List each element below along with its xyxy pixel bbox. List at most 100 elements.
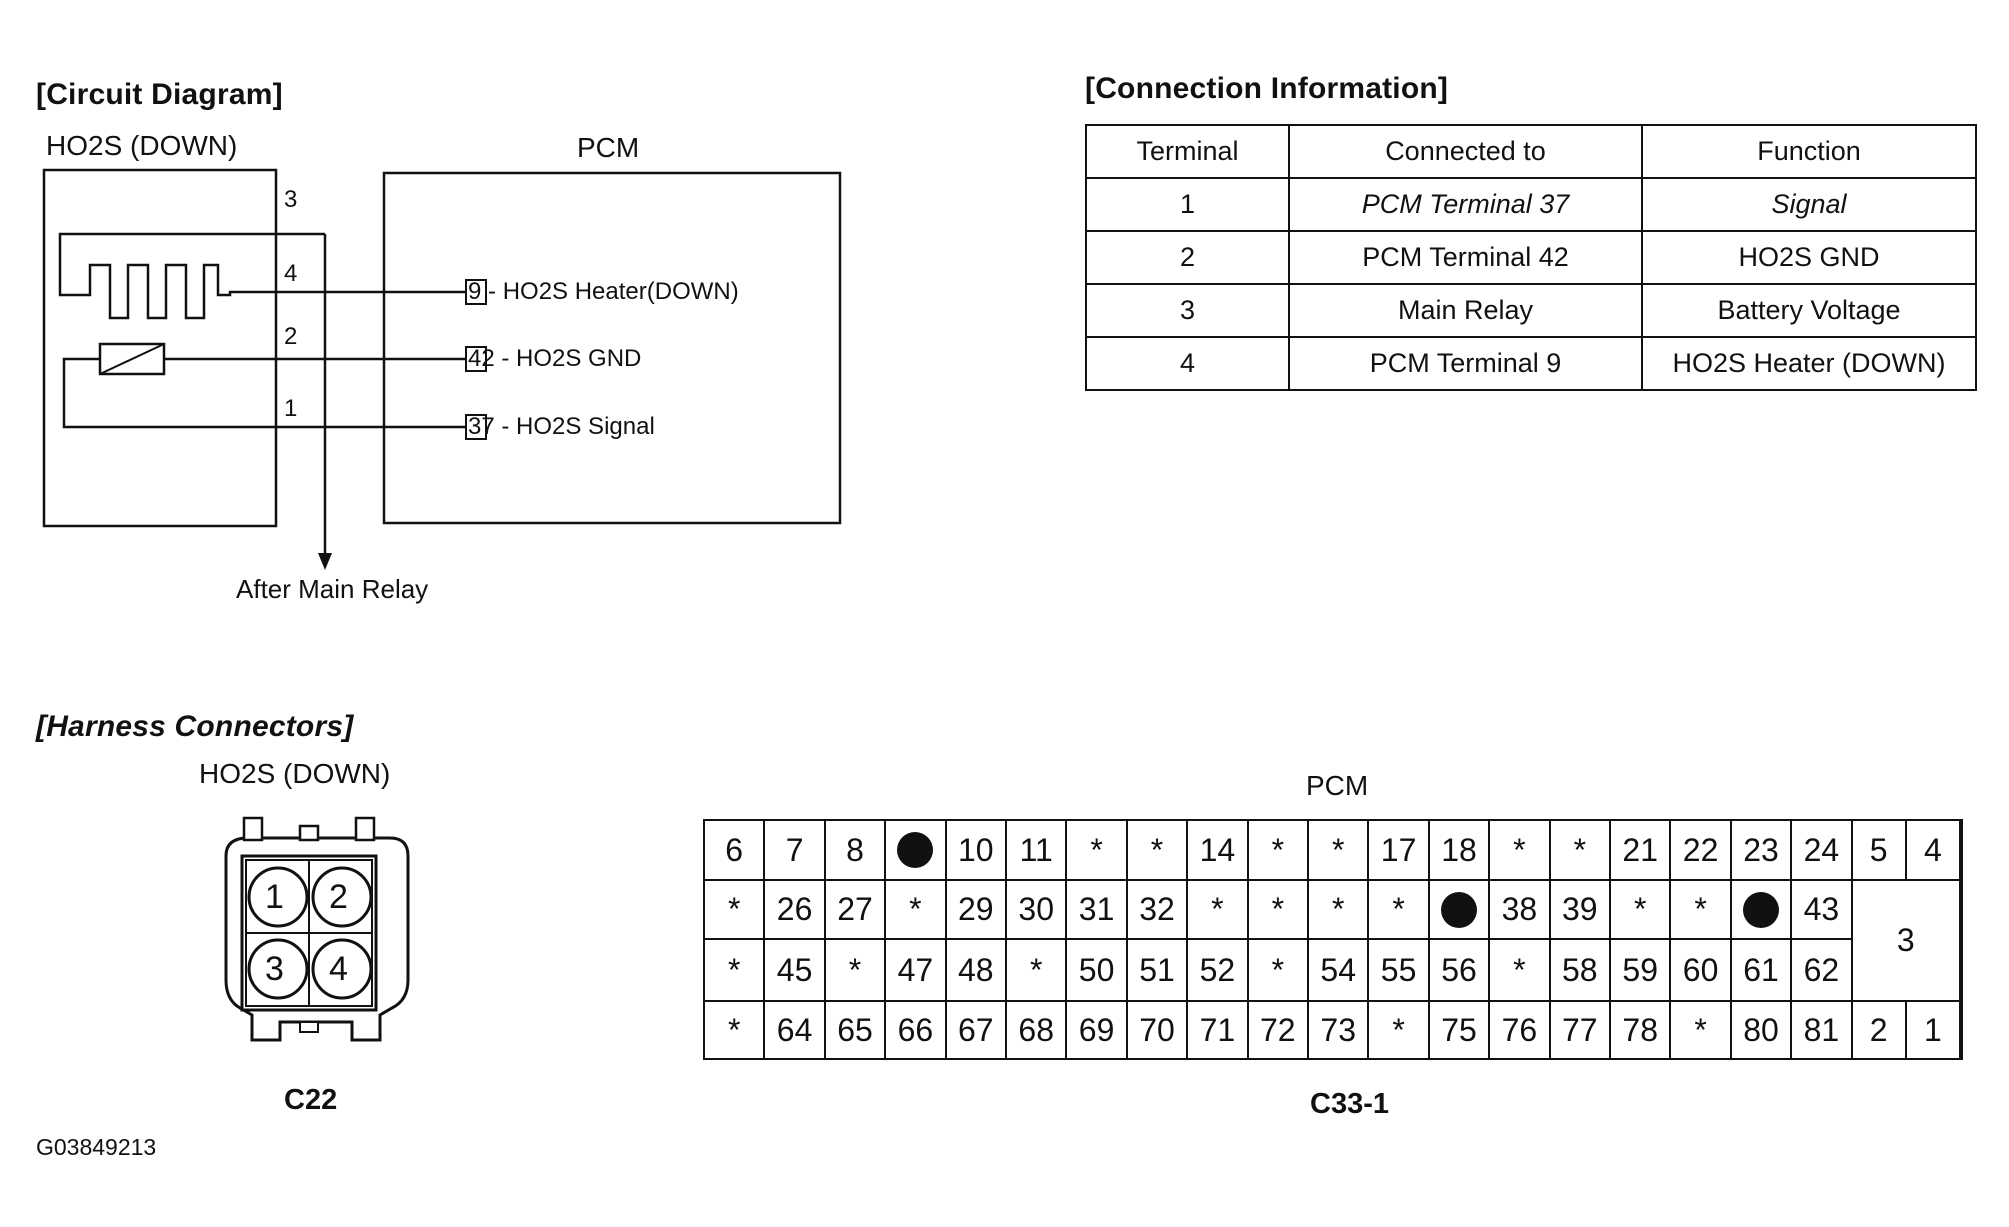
c22-pin-3: 3 [265,950,284,988]
pcm-pin-cell: 11 [1007,821,1068,881]
pcm-connector-label: PCM [1306,770,1369,801]
connection-info-heading: [Connection Information] [1085,72,1449,105]
table-row: 3 Main Relay Battery Voltage [1085,283,1977,338]
pcm-pin-cell: 68 [1007,1002,1068,1060]
signal-wire [62,357,465,429]
terminal-cell: 1 [1085,177,1290,232]
pcm-pin-cell: * [705,940,766,1002]
pcm-pin-cell: 31 [1067,881,1128,940]
pcm-pin-cell: 21 [1611,821,1672,881]
pcm-side-pin: 3 [1852,881,1961,1002]
sensor-pin-4: 4 [284,260,298,287]
pcm-pin-cell: 48 [946,940,1007,1002]
pcm-pin-cell: * [1309,881,1370,940]
pcm-pin-cell: 54 [1309,940,1370,1002]
pcm-pin-cell: 71 [1188,1002,1249,1060]
pcm-pin-heater: 9 - HO2S Heater(DOWN) [468,278,739,305]
connected-cell: Main Relay [1288,283,1643,338]
pcm-pin-cell: * [1490,821,1551,881]
sensor-label: HO2S (DOWN) [46,130,238,161]
occupied-pin-dot [897,832,934,868]
col-connected: Connected to [1288,124,1643,179]
circuit-diagram-heading: [Circuit Diagram] [36,78,283,111]
c22-code: C22 [284,1084,338,1116]
pcm-pin-cell: * [1550,821,1611,881]
pcm-label: PCM [577,132,640,163]
col-function: Function [1641,124,1977,179]
pcm-pin-cell: 67 [946,1002,1007,1060]
pcm-pin-cell: 43 [1792,881,1853,940]
c22-pin-1: 1 [265,878,284,916]
relay-label: After Main Relay [236,574,429,604]
heater-wire [58,232,465,320]
pcm-pin-cell: * [1248,821,1309,881]
pcm-pin-cell: * [705,881,766,940]
pcm-pin-cell: * [825,940,887,1002]
pcm-pin-cell: 50 [1067,940,1128,1002]
pcm-pin-cell: * [1369,1002,1430,1060]
pcm-pin-cell: * [1671,1002,1732,1060]
pcm-pin-cell: 81 [1792,1002,1853,1060]
pcm-pin-cell: 24 [1792,821,1853,881]
pcm-pin-cell: 69 [1067,1002,1128,1060]
pcm-pin-cell: * [1248,940,1309,1002]
terminal-cell: 3 [1085,283,1290,338]
terminal-cell: 2 [1085,230,1290,285]
c33-1-code: C33-1 [1310,1088,1389,1120]
pcm-pin-cell: * [886,881,947,940]
pcm-pin-cell: 27 [825,881,887,940]
pcm-pin-cell: * [1007,940,1068,1002]
pcm-pin-cell: * [1188,881,1249,940]
pcm-pin-cell: * [1369,881,1430,940]
c22-sensor-label: HO2S (DOWN) [199,758,391,789]
pcm-pin-cell: 52 [1188,940,1249,1002]
pcm-pin-cell: 23 [1731,821,1793,881]
table-row: 1 PCM Terminal 37 Signal [1085,177,1977,232]
pcm-side-pin: 2 [1852,1002,1907,1060]
pcm-pin-cell: * [1067,821,1128,881]
pcm-pin-cell: 80 [1731,1002,1793,1060]
occupied-pin-dot [1742,891,1779,928]
pcm-pin-cell: 61 [1731,940,1793,1002]
relay-arrow [318,553,332,570]
table-row: 4 PCM Terminal 9 HO2S Heater (DOWN) [1085,336,1977,391]
pcm-pin-signal: 37 - HO2S Signal [468,413,655,440]
sensor-pin-3: 3 [284,186,298,213]
pcm-pin-cell: 77 [1550,1002,1611,1060]
function-cell: Signal [1641,177,1977,232]
pcm-pin-cell: 47 [886,940,947,1002]
pcm-pin-cell: 64 [765,1002,826,1060]
harness-connectors-heading: [Harness Connectors] [36,710,354,743]
pcm-pin-cell: 59 [1611,940,1672,1002]
pcm-pin-cell: 56 [1429,940,1491,1002]
pcm-pin-cell: 73 [1309,1002,1370,1060]
pcm-pin-cell: 14 [1188,821,1249,881]
pcm-pin-cell: 32 [1127,881,1189,940]
function-cell: HO2S Heater (DOWN) [1641,336,1977,391]
pcm-pin-cell: 55 [1369,940,1430,1002]
pcm-pin-cell: 7 [765,821,826,881]
pcm-side-pin: 1 [1906,1002,1961,1060]
pcm-pin-cell: 10 [946,821,1007,881]
pcm-pin-cell: 8 [825,821,887,881]
figure-id: G03849213 [36,1134,157,1160]
sensor-box [42,168,278,528]
pcm-pin-cell: 22 [1671,821,1732,881]
pcm-pin-cell: * [1127,821,1189,881]
pcm-pin-cell: 51 [1127,940,1189,1002]
pcm-pin-cell [886,821,947,881]
pcm-pin-cell: 60 [1671,940,1732,1002]
pcm-pin-cell: * [1671,881,1732,940]
pcm-pin-cell: 30 [1007,881,1068,940]
pcm-side-pin: 5 [1852,821,1907,881]
pcm-pin-cell: 76 [1490,1002,1551,1060]
pcm-pin-cell: 39 [1550,881,1611,940]
pcm-side-pin: 4 [1906,821,1961,881]
pcm-pin-cell: 62 [1792,940,1853,1002]
pcm-pin-cell: 70 [1127,1002,1189,1060]
pcm-pin-cell: 65 [825,1002,887,1060]
pcm-pin-cell: * [1490,940,1551,1002]
